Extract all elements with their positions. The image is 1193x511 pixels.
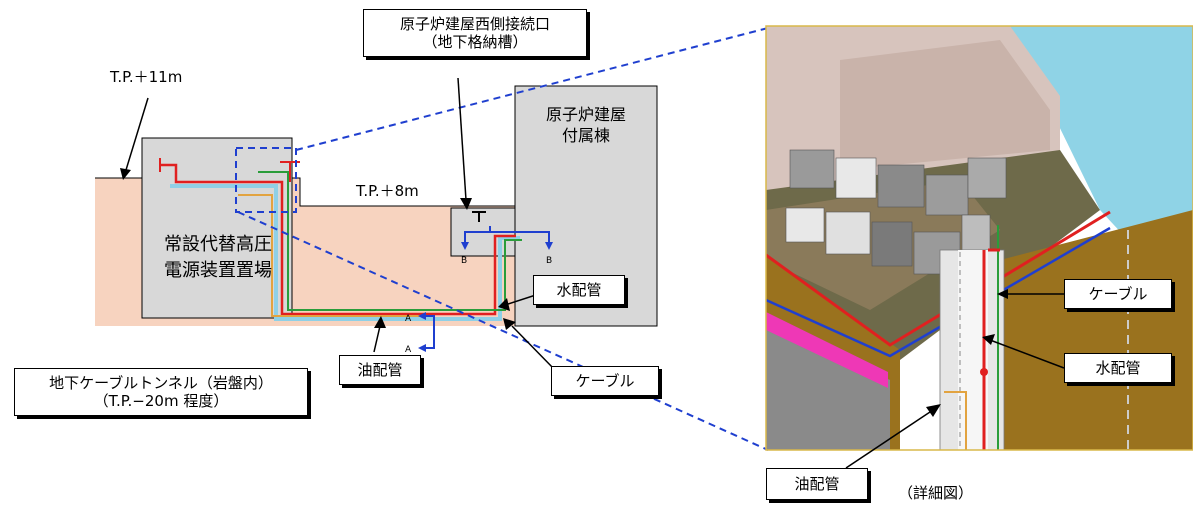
reactor-annex-line2: 付属棟 — [561, 126, 610, 145]
tunnel-line2: （T.P.−20m 程度） — [93, 392, 229, 410]
tp-11-label: T.P.＋11m — [110, 68, 183, 86]
leader-tp11 — [120, 97, 149, 180]
hv-power-site-line2: 電源装置置場 — [164, 260, 272, 281]
detail-cable-text: ケーブル — [1088, 285, 1148, 303]
west-connection-line1: 原子炉建屋西側接続口 — [399, 15, 550, 33]
vault-lid-icon — [472, 211, 486, 222]
leader-west-connection — [457, 77, 472, 210]
marker-b1: B — [461, 256, 468, 266]
tp-8-label: T.P.＋8m — [356, 182, 419, 200]
oil-pipe-text: 油配管 — [357, 361, 403, 379]
oil-pipe-tunnel — [420, 315, 435, 349]
marker-a2: A — [405, 345, 412, 355]
leader-detail-oil — [845, 404, 941, 469]
detail-view — [765, 25, 1193, 451]
leader-detail-water — [982, 334, 1065, 369]
detail-area-box — [235, 147, 297, 213]
marker-a1: A — [405, 314, 412, 324]
cable-callout: ケーブル — [551, 366, 659, 396]
arrow-b2-icon — [545, 242, 553, 250]
detail-water-pipe-text: 水配管 — [1095, 359, 1141, 377]
reactor-annex-line1: 原子炉建屋 — [545, 105, 626, 124]
leader-oil-pipe — [373, 316, 386, 353]
tunnel-line1: 地下ケーブルトンネル（岩盤内） — [49, 374, 273, 392]
leader-detail-cable — [997, 289, 1064, 299]
reactor-annex-label: 原子炉建屋 付属棟 — [522, 104, 650, 146]
oil-pipe-callout: 油配管 — [339, 355, 421, 385]
hv-power-site-label: 常設代替高圧 電源装置置場 — [130, 232, 306, 284]
detail-water-pipe-callout: 水配管 — [1064, 353, 1172, 383]
detail-cable-callout: ケーブル — [1064, 279, 1172, 309]
water-pipe-text: 水配管 — [556, 281, 602, 299]
detail-oil-pipe-text: 油配管 — [794, 475, 840, 493]
west-connection-callout: 原子炉建屋西側接続口 （地下格納槽） — [363, 9, 587, 57]
cable-text: ケーブル — [575, 372, 635, 390]
hv-power-site-line1: 常設代替高圧 — [164, 234, 272, 255]
marker-b2: B — [546, 256, 553, 266]
water-pipe-callout: 水配管 — [533, 275, 625, 305]
oil-pipe-line — [238, 194, 420, 317]
leader-cable — [503, 318, 556, 371]
cable-green-line — [258, 171, 522, 311]
water-pipe-vault — [464, 231, 550, 244]
projection-line-bottom — [237, 211, 769, 451]
arrow-a1-icon — [418, 312, 426, 320]
west-connection-line2: （地下格納槽） — [422, 33, 528, 51]
projection-line-top — [295, 27, 769, 151]
tunnel-callout: 地下ケーブルトンネル（岩盤内） （T.P.−20m 程度） — [14, 368, 308, 416]
arrow-a2-icon — [418, 344, 426, 352]
detail-oil-pipe-callout: 油配管 — [766, 468, 868, 500]
hv-power-site-building — [141, 137, 293, 319]
detail-caption: （詳細図） — [898, 484, 974, 502]
arrow-b1-icon — [461, 242, 469, 250]
cable-red-line — [160, 163, 516, 316]
